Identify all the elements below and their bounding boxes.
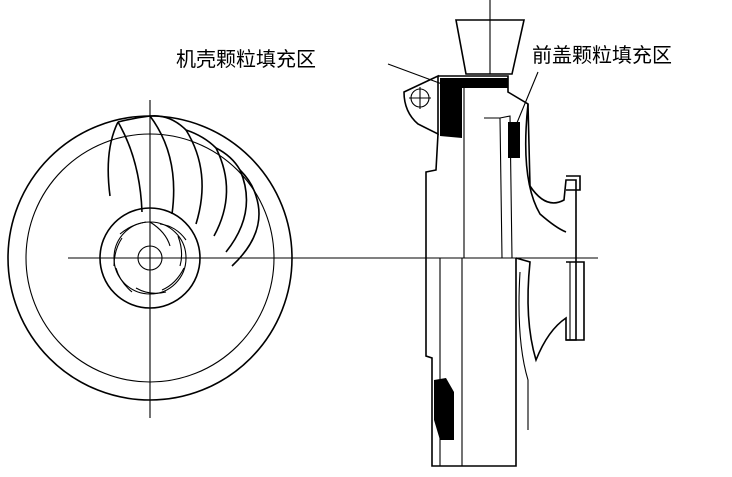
housing-bracket	[403, 74, 439, 136]
inlet-funnel	[455, 19, 525, 75]
housing-body-outline	[425, 75, 531, 467]
front-cover-particle-fill	[508, 122, 520, 158]
housing-inner-cavity	[463, 86, 513, 259]
front-cover-lower	[515, 257, 577, 363]
front-cover-leader-line	[513, 71, 539, 131]
outlet-flange	[566, 175, 585, 341]
housing-particle-fill-top	[440, 78, 462, 138]
front-cover-channel	[524, 103, 577, 258]
housing-particle-fill-bottom	[434, 378, 454, 440]
impeller-front-view	[7, 100, 293, 418]
housing-leader-line	[387, 63, 443, 85]
pump-section-view	[387, 0, 585, 467]
impeller-blades	[107, 114, 260, 267]
front-cover-lower-inner	[518, 271, 529, 430]
housing-particle-fill-top-strip	[462, 78, 508, 88]
front-cover-fill-zone-label: 前盖颗粒填充区	[532, 43, 672, 67]
housing-fill-zone-label: 机壳颗粒填充区	[176, 47, 316, 71]
